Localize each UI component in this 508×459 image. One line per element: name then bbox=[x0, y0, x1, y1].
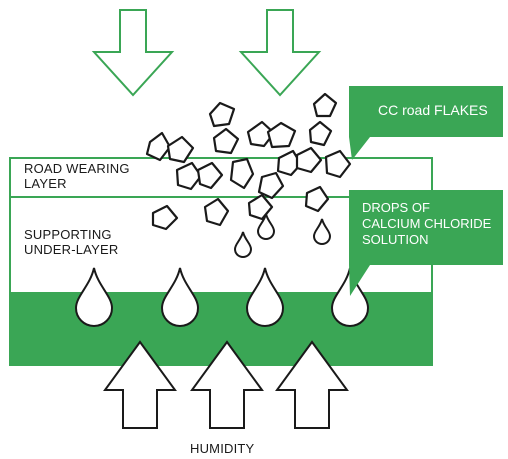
flake-polygon-icon bbox=[266, 121, 297, 149]
flake-polygon-icon bbox=[324, 149, 352, 179]
callout-drops-line3: SOLUTION bbox=[362, 232, 429, 247]
supporting-under-layer-line1: SUPPORTING bbox=[24, 227, 112, 242]
callout-flakes-text: CC road FLAKES bbox=[378, 102, 488, 118]
drop-icon bbox=[245, 267, 285, 328]
drop-icon bbox=[160, 267, 200, 328]
road-wearing-layer-line2: LAYER bbox=[24, 176, 67, 191]
flake-polygon-icon bbox=[247, 193, 274, 221]
flake-polygon-icon bbox=[212, 127, 240, 155]
callout-drops-line2: CALCIUM CHLORIDE bbox=[362, 216, 492, 231]
up-arrow-2 bbox=[190, 340, 264, 429]
supporting-under-layer-label: SUPPORTING UNDER-LAYER bbox=[24, 227, 118, 257]
callout-drops-bubble bbox=[349, 190, 503, 296]
down-arrow-left bbox=[91, 9, 175, 97]
flake-polygon-icon bbox=[308, 120, 333, 147]
road-wearing-layer-line1: ROAD WEARING bbox=[24, 161, 130, 176]
flake-polygon-icon bbox=[295, 146, 323, 174]
drop-icon bbox=[256, 213, 276, 241]
flake-polygon-icon bbox=[145, 131, 172, 162]
drop-icon bbox=[330, 267, 370, 328]
flake-polygon-icon bbox=[166, 135, 195, 164]
drops-in-band bbox=[74, 267, 370, 328]
supporting-under-layer-line2: UNDER-LAYER bbox=[24, 242, 119, 257]
flake-polygon-icon bbox=[151, 204, 179, 231]
up-arrow-1 bbox=[103, 340, 177, 429]
flake-polygon-icon bbox=[304, 185, 330, 213]
flake-polygon-icon bbox=[203, 197, 230, 227]
road-wearing-layer-label: ROAD WEARING LAYER bbox=[24, 161, 130, 191]
flake-polygon-icon bbox=[229, 157, 255, 190]
drops-in-underlayer bbox=[233, 213, 332, 259]
flake-polygon-icon bbox=[312, 92, 338, 118]
callout-drops-text: DROPS OF CALCIUM CHLORIDE SOLUTION bbox=[362, 200, 491, 248]
flake-polygon-icon bbox=[175, 161, 203, 191]
flake-polygon-icon bbox=[196, 161, 224, 190]
cc-road-flakes bbox=[145, 92, 352, 231]
up-arrow-3 bbox=[275, 340, 349, 429]
callout-drops-line1: DROPS OF bbox=[362, 200, 430, 215]
flake-polygon-icon bbox=[257, 171, 285, 200]
flake-polygon-icon bbox=[208, 101, 236, 128]
drop-icon bbox=[74, 267, 114, 328]
flake-polygon-icon bbox=[276, 149, 303, 177]
humidity-label: HUMIDITY bbox=[190, 441, 255, 456]
down-arrow-right bbox=[238, 9, 322, 97]
drop-icon bbox=[312, 218, 332, 246]
callout-flakes-bubble bbox=[349, 86, 503, 160]
drop-icon bbox=[233, 231, 253, 259]
